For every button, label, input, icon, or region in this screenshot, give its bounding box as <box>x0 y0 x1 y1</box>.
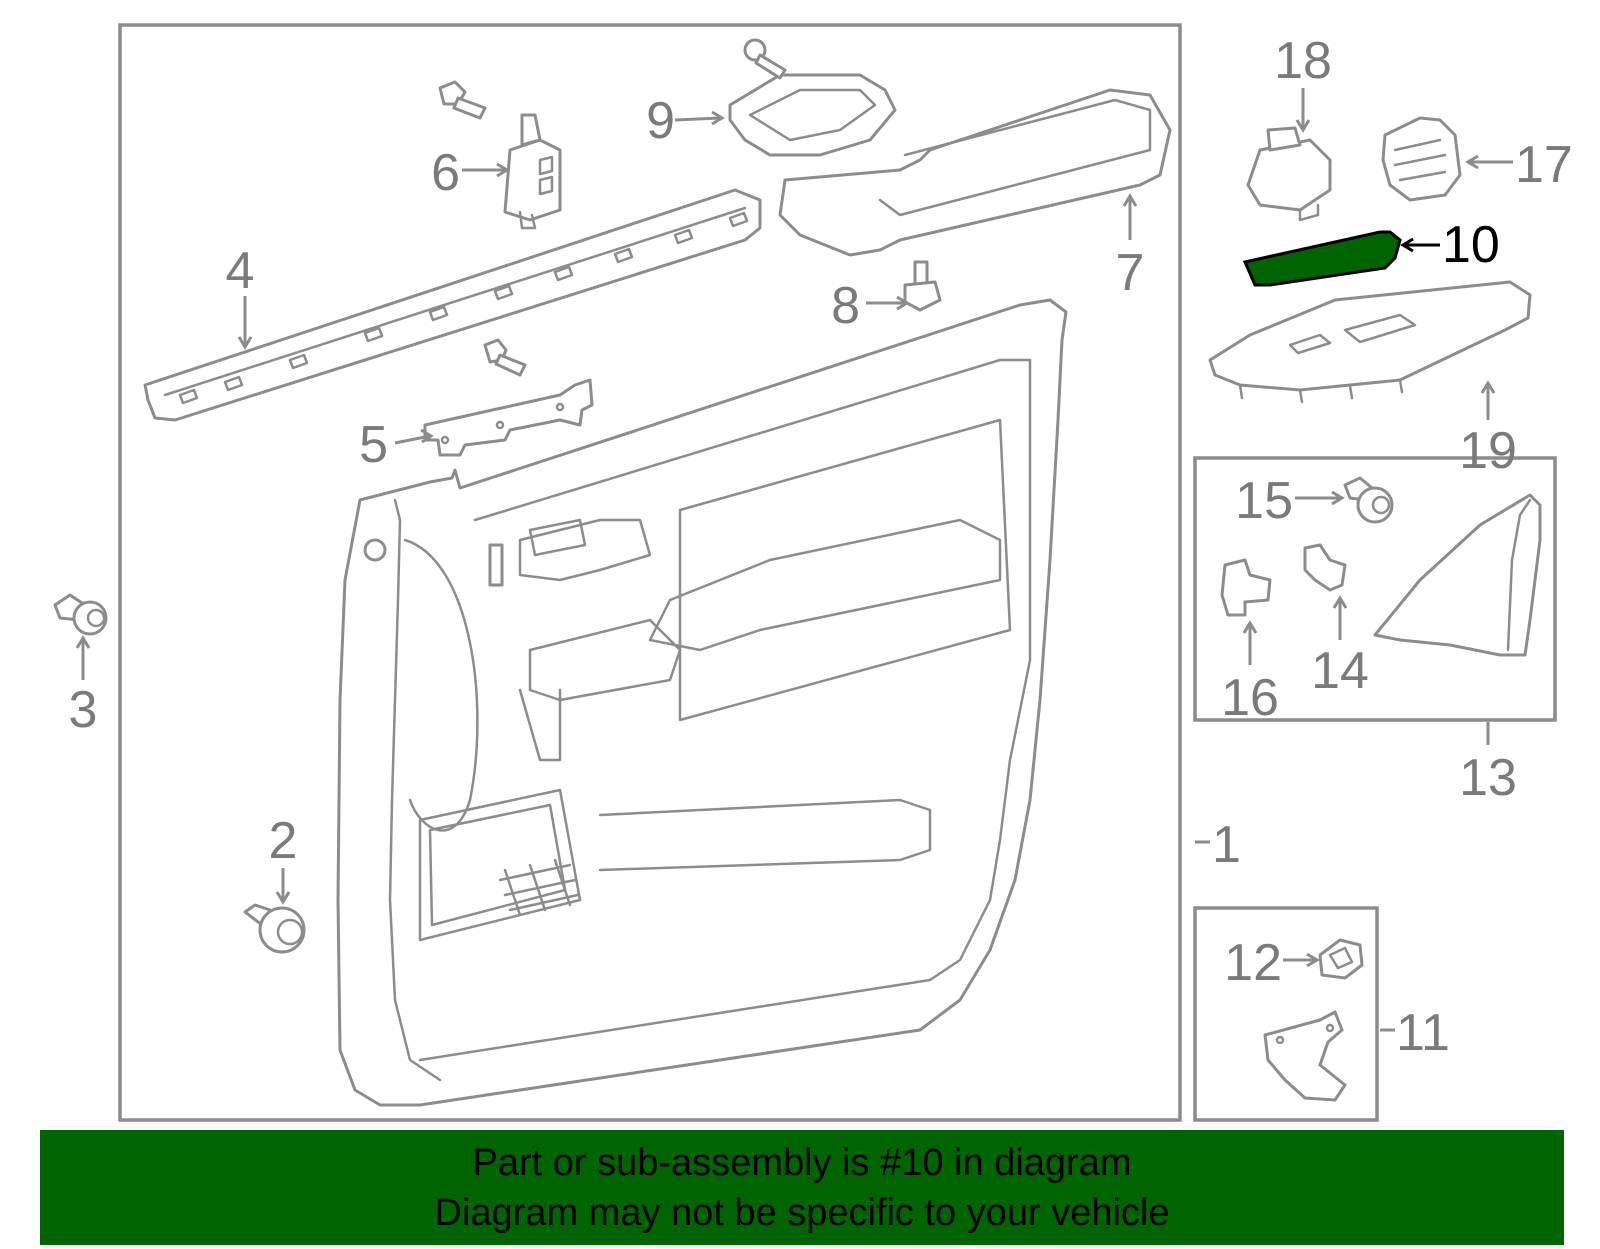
banner-line-2: Diagram may not be specific to your vehi… <box>434 1191 1170 1234</box>
leader-lines <box>75 88 1513 1032</box>
parts-diagram: 1 2 3 4 5 6 7 8 9 10 11 12 13 14 15 16 1… <box>53 23 1573 1122</box>
switch-6[interactable] <box>503 113 562 230</box>
door-trim-panel[interactable] <box>336 298 1068 1107</box>
retainer-strip-4[interactable] <box>143 188 762 422</box>
clip-14[interactable] <box>1303 543 1347 592</box>
callout-19: 19 <box>1459 422 1517 480</box>
callout-4: 4 <box>226 242 255 300</box>
callout-10: 10 <box>1442 216 1500 274</box>
clip-2[interactable] <box>243 903 306 954</box>
callout-5: 5 <box>359 416 388 474</box>
clip-3[interactable] <box>53 593 108 636</box>
screw-near-6[interactable] <box>438 80 487 120</box>
highlighted-part-10[interactable] <box>1242 230 1402 287</box>
callout-16: 16 <box>1221 669 1279 727</box>
screw-near-5[interactable] <box>483 338 527 377</box>
banner-line-1: Part or sub-assembly is #10 in diagram <box>472 1141 1132 1184</box>
switch-17[interactable] <box>1381 116 1462 202</box>
callout-3: 3 <box>69 681 98 739</box>
bracket-11[interactable] <box>1263 1010 1347 1102</box>
callout-2: 2 <box>269 812 298 870</box>
callout-12: 12 <box>1224 934 1282 992</box>
callout-13: 13 <box>1459 749 1517 807</box>
callout-18: 18 <box>1274 32 1332 90</box>
bolt-8[interactable] <box>903 260 942 312</box>
corner-cover-13[interactable] <box>1373 493 1542 657</box>
armrest-7[interactable] <box>778 88 1172 257</box>
callout-8: 8 <box>831 277 860 335</box>
callout-7: 7 <box>1116 244 1145 302</box>
part-11-group-box <box>1193 906 1379 1122</box>
door-handle-9[interactable] <box>728 38 897 157</box>
callout-15: 15 <box>1235 472 1293 530</box>
switch-base-19[interactable] <box>1208 280 1532 404</box>
switch-18[interactable] <box>1246 126 1332 222</box>
callout-1: 1 <box>1212 816 1241 874</box>
callout-9: 9 <box>646 92 675 150</box>
bracket-5[interactable] <box>423 378 594 457</box>
callout-6: 6 <box>431 144 460 202</box>
info-banner: Part or sub-assembly is #10 in diagram D… <box>40 1130 1564 1245</box>
callout-11: 11 <box>1396 1004 1450 1062</box>
callout-14: 14 <box>1311 642 1369 700</box>
clip-12[interactable] <box>1318 938 1364 980</box>
clip-15[interactable] <box>1343 476 1394 524</box>
callout-17: 17 <box>1515 136 1573 194</box>
clip-16[interactable] <box>1220 558 1272 617</box>
